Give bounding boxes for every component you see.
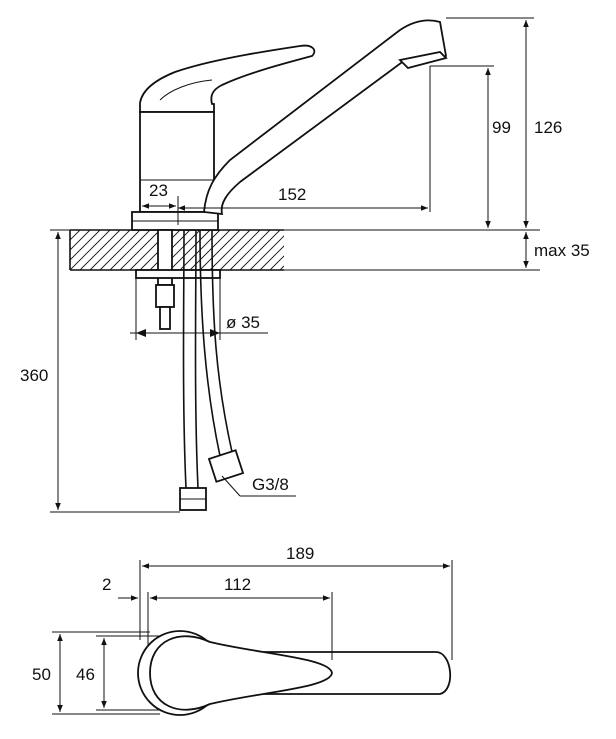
hatch-line — [70, 230, 111, 270]
hatch-line — [70, 230, 101, 261]
dim-2: 2 — [102, 575, 111, 594]
hose-left — [182, 229, 187, 489]
hatch-line — [279, 265, 284, 270]
hatch-line — [119, 230, 161, 270]
hatch-line — [229, 230, 271, 270]
hatch-line — [320, 230, 360, 270]
hatch-line — [79, 230, 121, 270]
top-lever — [149, 635, 333, 711]
top-view: 189 112 2 50 46 — [32, 544, 453, 716]
side-view: 126 99 152 23 max 35 ø 35 360 — [20, 17, 590, 513]
hose-nut-right — [207, 449, 245, 483]
hose-right — [199, 229, 221, 457]
dim-23: 23 — [149, 181, 168, 200]
dim-189: 189 — [286, 544, 314, 563]
dim-50: 50 — [32, 665, 51, 684]
hatch-line — [199, 230, 241, 270]
dim-99: 99 — [492, 118, 511, 137]
dim-360: 360 — [20, 366, 48, 385]
hatch-line — [169, 230, 211, 270]
hatch-line — [209, 230, 251, 270]
hatch-line — [249, 235, 284, 270]
hatch-line — [89, 230, 131, 270]
hatch-line — [99, 230, 141, 270]
hatch-line — [300, 230, 340, 270]
dim-126: 126 — [534, 118, 562, 137]
lever-handle — [139, 44, 316, 113]
hatch-line — [70, 230, 91, 251]
hatch-line — [310, 230, 350, 270]
hatch-line — [259, 245, 284, 270]
hatch-line — [70, 230, 71, 231]
dim-152: 152 — [278, 185, 306, 204]
hatch-line — [290, 230, 330, 270]
dim-max35: max 35 — [534, 241, 590, 260]
hatch-line — [109, 230, 151, 270]
hatch-line — [70, 230, 81, 241]
label-g38: G3/8 — [252, 475, 289, 494]
dim-dia35: ø 35 — [226, 313, 260, 332]
hatch-line — [219, 230, 261, 270]
dim-46: 46 — [76, 665, 95, 684]
spout — [203, 19, 448, 216]
dim-112: 112 — [224, 575, 251, 594]
countertop — [69, 229, 360, 271]
hatch-line — [269, 255, 284, 270]
hatch-line — [239, 230, 281, 270]
